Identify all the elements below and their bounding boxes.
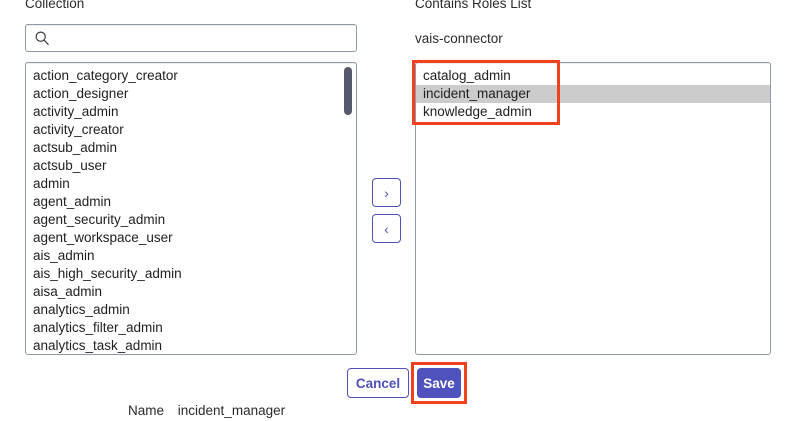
list-item[interactable]: agent_security_admin — [33, 212, 166, 227]
list-item[interactable]: analytics_filter_admin — [33, 320, 163, 335]
list-item[interactable]: activity_admin — [33, 104, 119, 119]
move-right-button[interactable]: › — [372, 178, 401, 207]
subject-name: vais-connector — [415, 31, 503, 46]
collection-list-scrollbar-thumb[interactable] — [344, 67, 352, 115]
list-item[interactable]: catalog_admin — [423, 68, 511, 83]
chevron-left-icon: ‹ — [384, 220, 389, 237]
collection-panel-label: Collection — [25, 0, 85, 11]
name-value: incident_manager — [177, 403, 286, 418]
search-box[interactable] — [25, 24, 357, 52]
name-label: Name — [128, 403, 165, 418]
list-item[interactable]: knowledge_admin — [423, 104, 532, 119]
collection-list-scrollbar[interactable] — [344, 67, 352, 350]
move-left-button[interactable]: ‹ — [372, 214, 401, 243]
list-item[interactable]: agent_workspace_user — [33, 230, 173, 245]
contains-roles-panel-label: Contains Roles List — [415, 0, 532, 11]
list-item[interactable]: action_designer — [33, 86, 129, 101]
list-item[interactable]: activity_creator — [33, 122, 124, 137]
list-item[interactable]: agent_admin — [33, 194, 112, 209]
search-icon — [35, 31, 49, 45]
list-item[interactable]: analytics_task_admin — [33, 338, 163, 353]
list-item[interactable]: incident_manager — [416, 85, 770, 103]
chevron-right-icon: › — [384, 184, 389, 201]
list-item[interactable]: analytics_admin — [33, 302, 130, 317]
name-row: Name incident_manager — [128, 403, 285, 418]
list-item[interactable]: ais_admin — [33, 248, 95, 263]
search-input[interactable] — [56, 30, 336, 46]
list-item[interactable]: action_category_creator — [33, 68, 178, 83]
list-item[interactable]: admin — [33, 176, 70, 191]
save-button[interactable]: Save — [417, 368, 461, 398]
cancel-button[interactable]: Cancel — [347, 368, 409, 398]
list-item[interactable]: actsub_user — [33, 158, 107, 173]
list-item[interactable]: aisa_admin — [33, 284, 103, 299]
list-item[interactable]: actsub_admin — [33, 140, 118, 155]
list-item[interactable]: ais_high_security_admin — [33, 266, 182, 281]
